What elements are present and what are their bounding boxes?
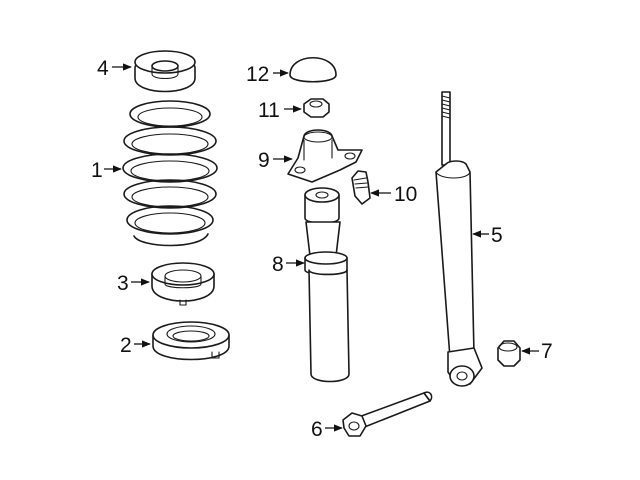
part-11-nut xyxy=(303,98,330,118)
part-4-upper-spring-mount xyxy=(134,50,196,93)
callout-6: 6 xyxy=(311,418,343,441)
callout-4: 4 xyxy=(97,57,132,80)
part-2-lower-isolator xyxy=(152,321,230,361)
callout-number: 6 xyxy=(311,418,323,441)
callout-9: 9 xyxy=(258,149,293,172)
callout-number: 12 xyxy=(246,63,269,86)
part-12-dust-cap xyxy=(289,56,337,83)
part-9-upper-mount xyxy=(287,129,363,183)
callout-7: 7 xyxy=(521,340,553,363)
callout-number: 9 xyxy=(258,149,270,172)
part-5-shock-absorber xyxy=(435,91,483,387)
callout-number: 7 xyxy=(541,340,553,363)
part-3-spring-seat xyxy=(151,262,215,306)
callout-number: 2 xyxy=(120,334,132,357)
callout-10: 10 xyxy=(370,183,417,206)
callout-number: 8 xyxy=(272,253,284,276)
callout-number: 4 xyxy=(97,57,109,80)
callout-5: 5 xyxy=(472,224,503,247)
callout-11: 11 xyxy=(258,99,302,122)
part-8-dust-boot xyxy=(304,187,350,383)
part-7-nut xyxy=(497,340,521,367)
part-1-coil-spring xyxy=(122,100,218,247)
part-6-bolt xyxy=(342,391,433,437)
part-10-stud xyxy=(351,170,371,205)
callout-1: 1 xyxy=(91,159,122,182)
callout-number: 11 xyxy=(258,99,280,122)
callout-number: 10 xyxy=(394,183,417,206)
callout-8: 8 xyxy=(272,253,305,276)
callout-number: 3 xyxy=(117,272,129,295)
callout-12: 12 xyxy=(246,63,289,86)
callout-number: 5 xyxy=(491,224,503,247)
callout-3: 3 xyxy=(117,272,150,295)
callout-2: 2 xyxy=(120,334,151,357)
callout-number: 1 xyxy=(91,159,103,182)
